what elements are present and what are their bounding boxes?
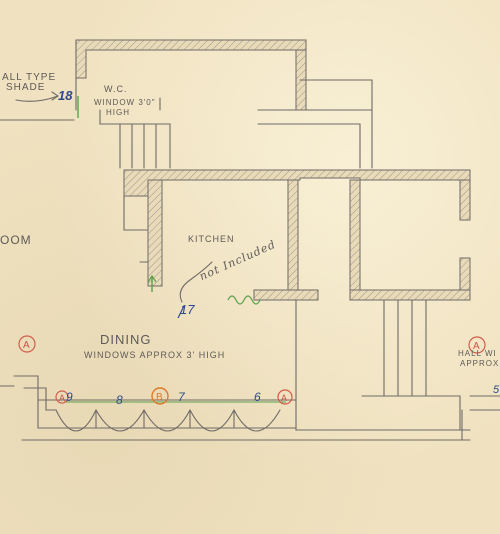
- wall-type-label-line2: SHADE: [6, 82, 45, 93]
- pencil-arrows: [15, 91, 213, 319]
- marker-circle-a-left: [18, 335, 36, 353]
- hall-stair-lines: [295, 299, 471, 441]
- passage-lines: [0, 109, 171, 169]
- window-number-5: 5: [493, 384, 500, 396]
- hall-window-label-line2: APPROX: [460, 359, 499, 368]
- marker-circle-a-dining-left: [55, 390, 69, 404]
- wall-type-label-line1: ALL TYPE: [2, 72, 56, 83]
- wc-walls: [75, 39, 373, 169]
- green-ink-marks: [64, 96, 286, 403]
- room-label-fragment: OOM: [0, 233, 32, 247]
- marker-letter-a-dining-right: A: [281, 393, 287, 403]
- marker-circle-b: [151, 387, 169, 405]
- kitchen-walls: [123, 169, 471, 301]
- marker-letter-b: B: [156, 392, 163, 403]
- marker-circle-a-right: [468, 336, 486, 354]
- window-number-9: 9: [66, 390, 73, 404]
- wc-window-label-line2: HIGH: [106, 108, 130, 117]
- dining-windows-label: WINDOWS APPROX 3' HIGH: [84, 350, 225, 360]
- window-number-7: 7: [178, 390, 186, 404]
- window-number-18: 18: [58, 88, 73, 103]
- window-number-6: 6: [254, 390, 261, 404]
- marker-letter-a-right: A: [473, 341, 480, 352]
- marker-letter-a-left: A: [23, 340, 30, 351]
- not-included-note: not Included: [197, 238, 278, 283]
- window-number-17: 17: [180, 302, 195, 317]
- wc-window-label-line1: WINDOW 3'0": [94, 98, 156, 107]
- marker-letter-a-dining-left: A: [59, 393, 65, 403]
- kitchen-label: KITCHEN: [188, 234, 235, 244]
- window-number-8: 8: [116, 393, 123, 407]
- marker-circle-a-dining-right: [277, 389, 293, 405]
- wc-label: W.C.: [104, 84, 128, 94]
- hall-window-label-line1: HALL WI: [458, 349, 497, 358]
- dining-label: DINING: [100, 332, 152, 347]
- dining-window-wall: [0, 375, 500, 441]
